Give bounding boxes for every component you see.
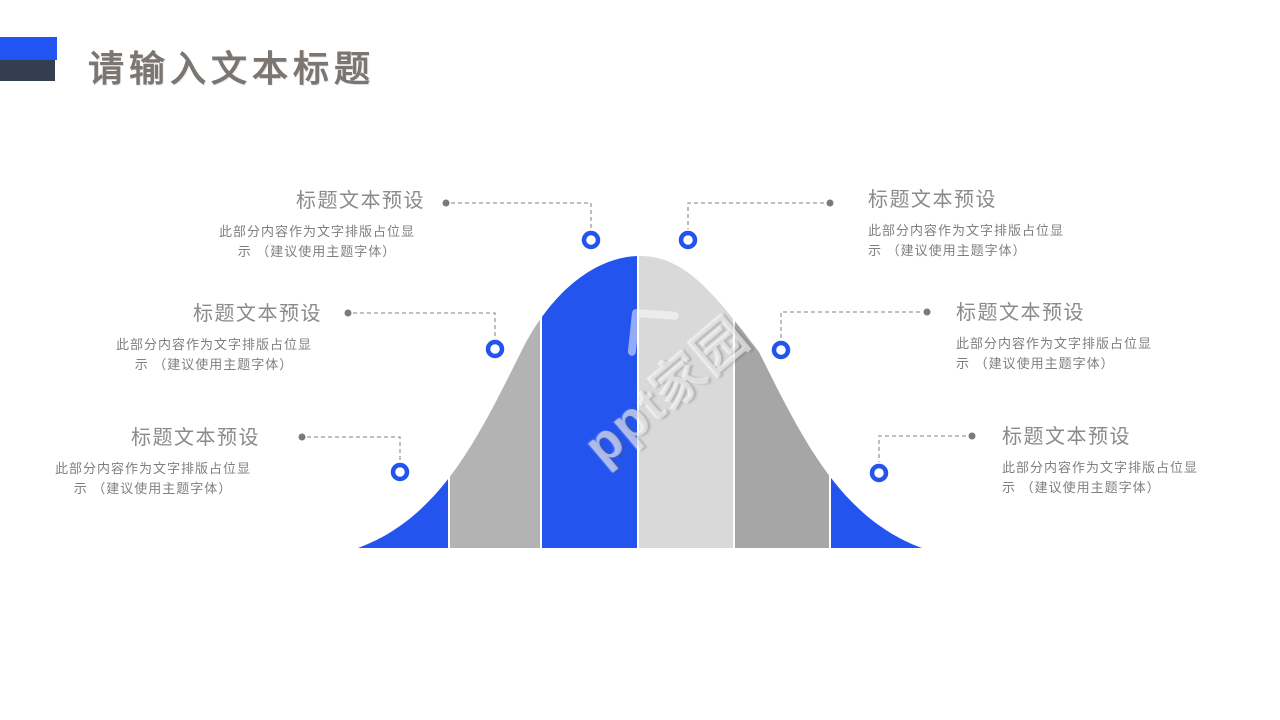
leader-line-middle-right bbox=[780, 311, 920, 339]
callout-body-line: 示 （建议使用主题字体） bbox=[868, 243, 1027, 258]
callout-body-line: 示 （建议使用主题字体） bbox=[1002, 480, 1161, 495]
bell-segment-6 bbox=[831, 256, 922, 548]
callout-body-line: 此部分内容作为文字排版占位显 bbox=[218, 224, 415, 239]
callout-body-line: 此部分内容作为文字排版占位显 bbox=[868, 223, 1065, 238]
leader-dot-top-left bbox=[442, 199, 450, 207]
callout-title: 标题文本预设 bbox=[193, 303, 322, 325]
callout-middle-left: 标题文本预设 此部分内容作为文字排版占位显 示 （建议使用主题字体） bbox=[100, 302, 328, 375]
callout-title: 标题文本预设 bbox=[868, 189, 997, 211]
callout-title: 标题文本预设 bbox=[1002, 426, 1131, 448]
slide-title: 请输入文本标题 bbox=[88, 48, 376, 89]
leader-line-middle-left bbox=[353, 312, 496, 338]
title-accent-bar-dark bbox=[0, 60, 55, 81]
leader-line-top-left bbox=[451, 202, 592, 229]
ring-marker-bottom-right bbox=[869, 463, 889, 483]
leader-dot-bottom-right bbox=[968, 432, 976, 440]
leader-dot-middle-right bbox=[923, 308, 931, 316]
callout-body-line: 示 （建议使用主题字体） bbox=[134, 357, 294, 372]
bell-segment-5 bbox=[735, 256, 829, 548]
leader-line-bottom-right bbox=[878, 435, 966, 462]
leader-line-top-right bbox=[687, 202, 824, 229]
callout-top-right: 标题文本预设 此部分内容作为文字排版占位显 示 （建议使用主题字体） bbox=[868, 188, 1108, 261]
callout-bottom-right: 标题文本预设 此部分内容作为文字排版占位显 示 （建议使用主题字体） bbox=[1002, 425, 1242, 498]
callout-title: 标题文本预设 bbox=[296, 190, 425, 212]
leader-dot-middle-left bbox=[344, 309, 352, 317]
leader-dot-top-right bbox=[826, 199, 834, 207]
leader-line-bottom-left bbox=[307, 436, 401, 461]
bell-segment-3 bbox=[542, 256, 637, 548]
callout-top-left: 标题文本预设 此部分内容作为文字排版占位显 示 （建议使用主题字体） bbox=[203, 189, 431, 262]
ring-marker-middle-right bbox=[771, 340, 791, 360]
callout-body-line: 此部分内容作为文字排版占位显 bbox=[1002, 460, 1199, 475]
callout-body: 此部分内容作为文字排版占位显 示 （建议使用主题字体） bbox=[203, 222, 431, 262]
callout-body-line: 此部分内容作为文字排版占位显 bbox=[54, 461, 251, 476]
callout-body-line: 此部分内容作为文字排版占位显 bbox=[956, 336, 1153, 351]
bell-segment-1 bbox=[358, 256, 448, 548]
bell-segment-2 bbox=[450, 256, 540, 548]
title-accent-bar-blue bbox=[0, 37, 57, 60]
ring-marker-bottom-left bbox=[390, 462, 410, 482]
callout-bottom-left: 标题文本预设 此部分内容作为文字排版占位显 示 （建议使用主题字体） bbox=[40, 426, 266, 499]
ring-marker-middle-left bbox=[485, 339, 505, 359]
callout-title: 标题文本预设 bbox=[956, 302, 1085, 324]
ring-marker-top-left bbox=[581, 230, 601, 250]
callout-title: 标题文本预设 bbox=[131, 427, 260, 449]
ring-marker-top-right bbox=[678, 230, 698, 250]
callout-body-line: 示 （建议使用主题字体） bbox=[73, 481, 233, 496]
callout-body-line: 示 （建议使用主题字体） bbox=[237, 244, 397, 259]
bell-segment-4 bbox=[639, 256, 733, 548]
callout-body: 此部分内容作为文字排版占位显 示 （建议使用主题字体） bbox=[100, 335, 328, 375]
callout-middle-right: 标题文本预设 此部分内容作为文字排版占位显 示 （建议使用主题字体） bbox=[956, 301, 1196, 374]
callout-body-line: 此部分内容作为文字排版占位显 bbox=[115, 337, 312, 352]
leader-dot-bottom-left bbox=[298, 433, 306, 441]
callout-body: 此部分内容作为文字排版占位显 示 （建议使用主题字体） bbox=[868, 221, 1108, 261]
callout-body-line: 示 （建议使用主题字体） bbox=[956, 356, 1115, 371]
callout-body: 此部分内容作为文字排版占位显 示 （建议使用主题字体） bbox=[1002, 458, 1242, 498]
callout-body: 此部分内容作为文字排版占位显 示 （建议使用主题字体） bbox=[40, 459, 266, 499]
callout-body: 此部分内容作为文字排版占位显 示 （建议使用主题字体） bbox=[956, 334, 1196, 374]
bell-curve-segments bbox=[358, 256, 922, 548]
